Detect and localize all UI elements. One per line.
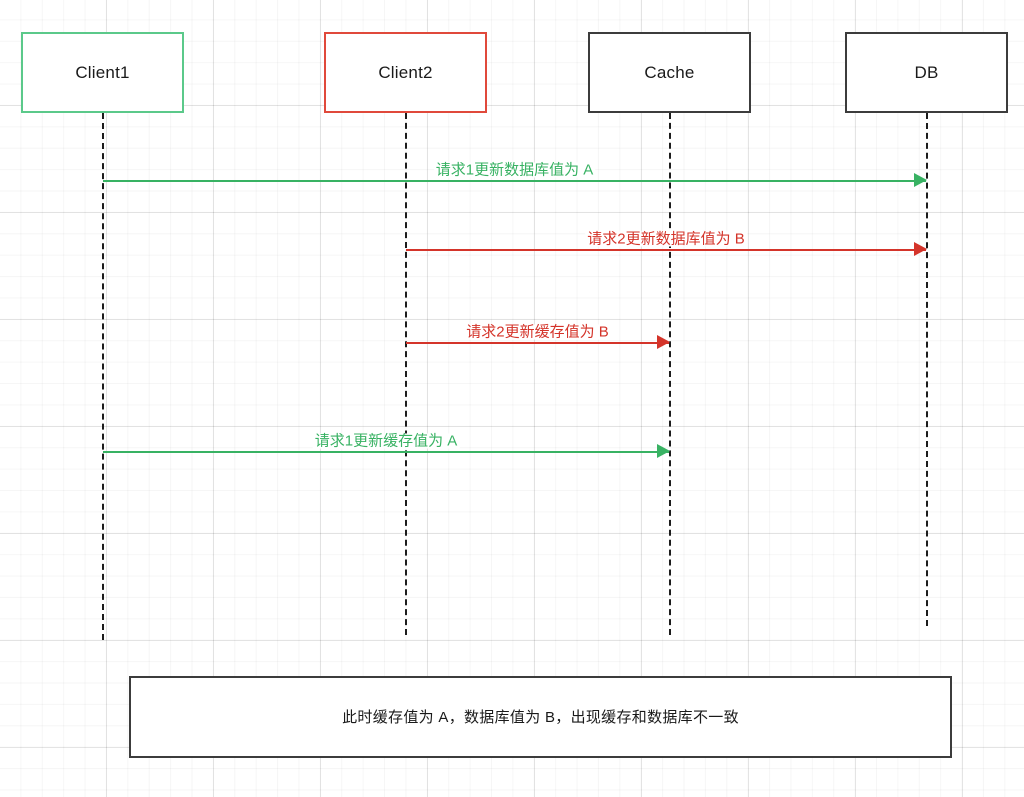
note-text: 此时缓存值为 A，数据库值为 B，出现缓存和数据库不一致 <box>342 708 739 726</box>
message-label-1: 请求1更新数据库值为 A <box>433 161 596 179</box>
message-arrow-1[interactable]: 请求1更新数据库值为 A <box>103 162 927 192</box>
message-line-4 <box>103 451 669 453</box>
participant-label-cache: Cache <box>644 63 695 82</box>
message-arrow-4[interactable]: 请求1更新缓存值为 A <box>103 433 670 463</box>
lifeline-client1 <box>102 113 104 640</box>
message-label-4: 请求1更新缓存值为 A <box>312 432 460 450</box>
arrowhead-icon <box>657 335 670 349</box>
lifeline-db <box>926 113 928 626</box>
message-label-3: 请求2更新缓存值为 B <box>464 323 611 341</box>
message-line-1 <box>103 180 926 182</box>
arrowhead-icon <box>914 173 927 187</box>
message-line-2 <box>406 249 926 251</box>
participant-box-db[interactable]: DB <box>845 32 1008 113</box>
participant-label-client2: Client2 <box>378 63 433 82</box>
participant-box-client1[interactable]: Client1 <box>21 32 184 113</box>
arrowhead-icon <box>914 242 927 256</box>
lifeline-client2 <box>405 113 407 635</box>
participant-box-cache[interactable]: Cache <box>588 32 751 113</box>
arrowhead-icon <box>657 444 670 458</box>
message-arrow-2[interactable]: 请求2更新数据库值为 B <box>406 231 927 261</box>
participant-box-client2[interactable]: Client2 <box>324 32 487 113</box>
lifeline-cache <box>669 113 671 635</box>
participant-label-db: DB <box>914 63 939 82</box>
note-box[interactable]: 此时缓存值为 A，数据库值为 B，出现缓存和数据库不一致 <box>129 676 952 758</box>
message-line-3 <box>406 342 669 344</box>
message-arrow-3[interactable]: 请求2更新缓存值为 B <box>406 324 670 354</box>
participant-label-client1: Client1 <box>75 63 130 82</box>
message-label-2: 请求2更新数据库值为 B <box>585 230 747 248</box>
